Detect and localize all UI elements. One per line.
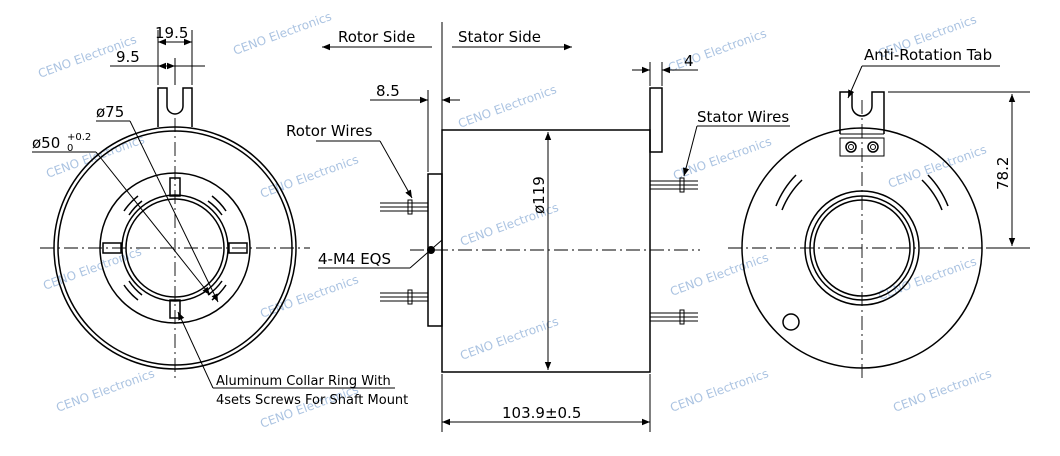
outer-housing-inner-edge [57, 130, 293, 366]
dim-tab-width: 19.5 [155, 24, 188, 42]
leader-line-bore-dia [95, 151, 211, 296]
flange-slot [207, 200, 223, 216]
watermark: CENO Electronics [666, 26, 768, 75]
dim-outer-dia-front: ø75 [96, 103, 124, 121]
stator-side-label: Stator Side [458, 28, 541, 46]
watermark: CENO Electronics [891, 366, 993, 415]
collar-screw [102, 242, 122, 254]
stator-wires-label: Stator Wires [697, 108, 789, 126]
leader-line-anti-rotation-tab [847, 65, 863, 99]
collar-ring-inner [125, 198, 225, 298]
dim-bore-dia: ø50 [32, 134, 60, 152]
flange-slot [123, 284, 139, 301]
rotor-wire-bundle [380, 199, 428, 305]
front-view-rotor-end: 19.5 9.5 ø75 ø50 +0.2 0 Aluminum Collar … [32, 24, 408, 408]
stator-bore-inner [813, 199, 911, 297]
tab-screw [867, 141, 879, 153]
watermark: CENO Electronics [456, 82, 558, 131]
watermark: CENO Electronics [231, 9, 333, 58]
leader-line-rotor-wires [379, 140, 413, 199]
tab-mount-block [839, 137, 885, 157]
collar-screw [169, 177, 181, 197]
flange-slot [211, 195, 227, 212]
collar-screw [228, 242, 248, 254]
dim-tab-height: 78.2 [994, 157, 1012, 190]
watermark: CENO Electronics [41, 244, 143, 293]
flange-slot [123, 195, 139, 212]
dim-rotor-flange: 8.5 [376, 82, 400, 100]
slip-ring-body [441, 129, 651, 373]
dim-tab-offset: 9.5 [116, 48, 140, 66]
wire-sleeve [407, 199, 413, 215]
wire-sleeve [407, 289, 413, 305]
collar-note-line1: Aluminum Collar Ring With [216, 374, 391, 389]
dim-stator-tab: 4 [684, 52, 694, 70]
flange-slot [211, 284, 227, 301]
watermark: CENO Electronics [886, 142, 988, 191]
anti-rotation-tab-front [157, 87, 193, 127]
anti-rotation-tab-rear [839, 91, 885, 134]
rotor-flange-circle [99, 172, 251, 324]
watermark: CENO Electronics [668, 250, 770, 299]
stator-mount-hole [782, 313, 800, 331]
tab-screw [845, 141, 857, 153]
outer-housing-circle [53, 126, 297, 370]
dim-body-length: 103.9±0.5 [502, 404, 581, 422]
leader-line-stator-wires [682, 125, 698, 177]
stator-tab-side [649, 87, 663, 153]
leader-line-mount-holes [409, 239, 443, 269]
collar-note-line2: 4sets Screws For Shaft Mount [216, 393, 408, 408]
collar-screw [169, 299, 181, 319]
watermark: CENO Electronics [668, 366, 770, 415]
flange-slot [128, 280, 143, 296]
tab-screw [870, 144, 876, 150]
watermark: CENO Electronics [458, 314, 560, 363]
stator-housing-circle [741, 127, 983, 369]
collar-ring-outer [121, 194, 229, 302]
stator-wire-bundle [650, 177, 698, 325]
wire-sleeve [679, 177, 685, 193]
leader-line-collar [177, 311, 214, 389]
stator-bore-ring [809, 195, 915, 301]
watermark: CENO Electronics [54, 366, 156, 415]
stator-bore-outer [804, 190, 920, 306]
anti-rotation-tab-label: Anti-Rotation Tab [864, 46, 992, 64]
stator-slot [781, 179, 803, 211]
watermark: CENO Electronics [876, 254, 978, 303]
stator-slot [927, 174, 949, 207]
stator-slot [775, 174, 797, 207]
rotor-side-label: Rotor Side [338, 28, 415, 46]
dim-bore-tol-lower: 0 [67, 143, 73, 154]
stator-slot [921, 179, 943, 211]
wire-sleeve [679, 309, 685, 325]
watermark: CENO Electronics [258, 152, 360, 201]
dim-body-dia: ø119 [530, 176, 548, 214]
mount-holes-label: 4-M4 EQS [318, 250, 391, 268]
leader-line-outer-dia [129, 120, 219, 303]
watermark: CENO Electronics [258, 272, 360, 321]
side-view: Rotor Side Stator Side Rotor Wires [286, 22, 790, 432]
flange-slot [128, 200, 143, 216]
rotor-wires-label: Rotor Wires [286, 122, 373, 140]
tab-screw [848, 144, 854, 150]
dim-bore-tol-upper: +0.2 [67, 132, 91, 143]
watermark: CENO Electronics [671, 134, 773, 183]
rear-view-stator-end: Anti-Rotation Tab 78.2 [728, 46, 1030, 380]
